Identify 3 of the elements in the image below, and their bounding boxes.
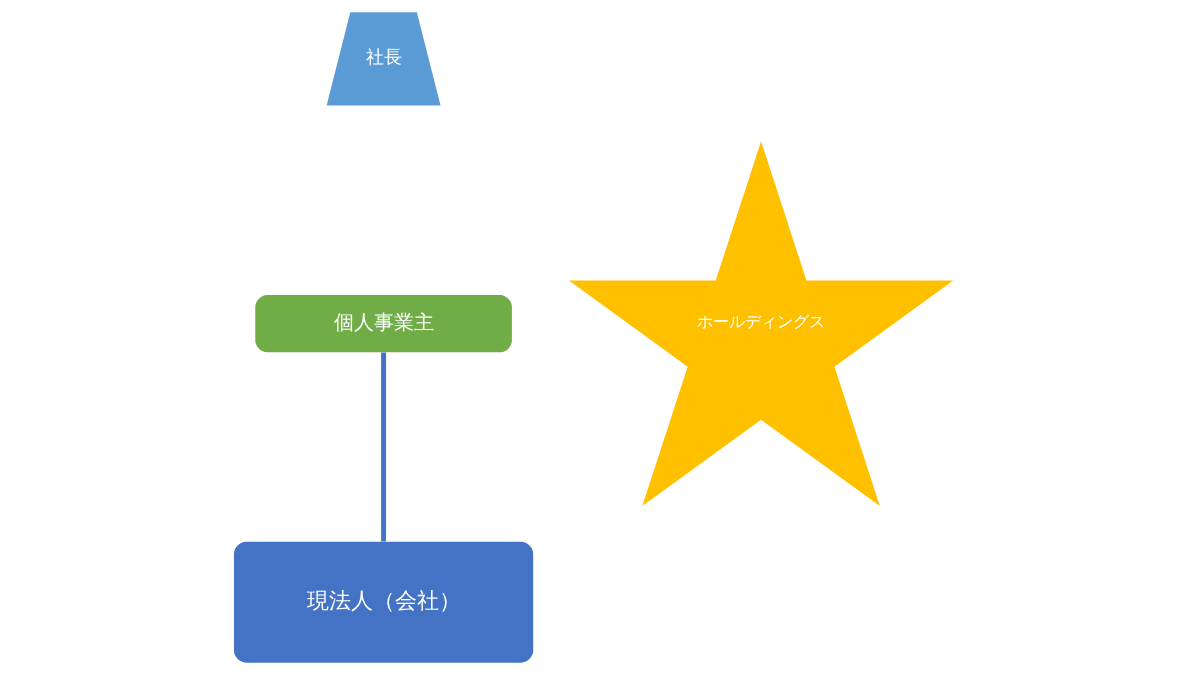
node-box: 個人事業主 — [255, 294, 512, 353]
node-box: 現法人（会社） — [233, 541, 534, 663]
connector — [381, 352, 387, 542]
